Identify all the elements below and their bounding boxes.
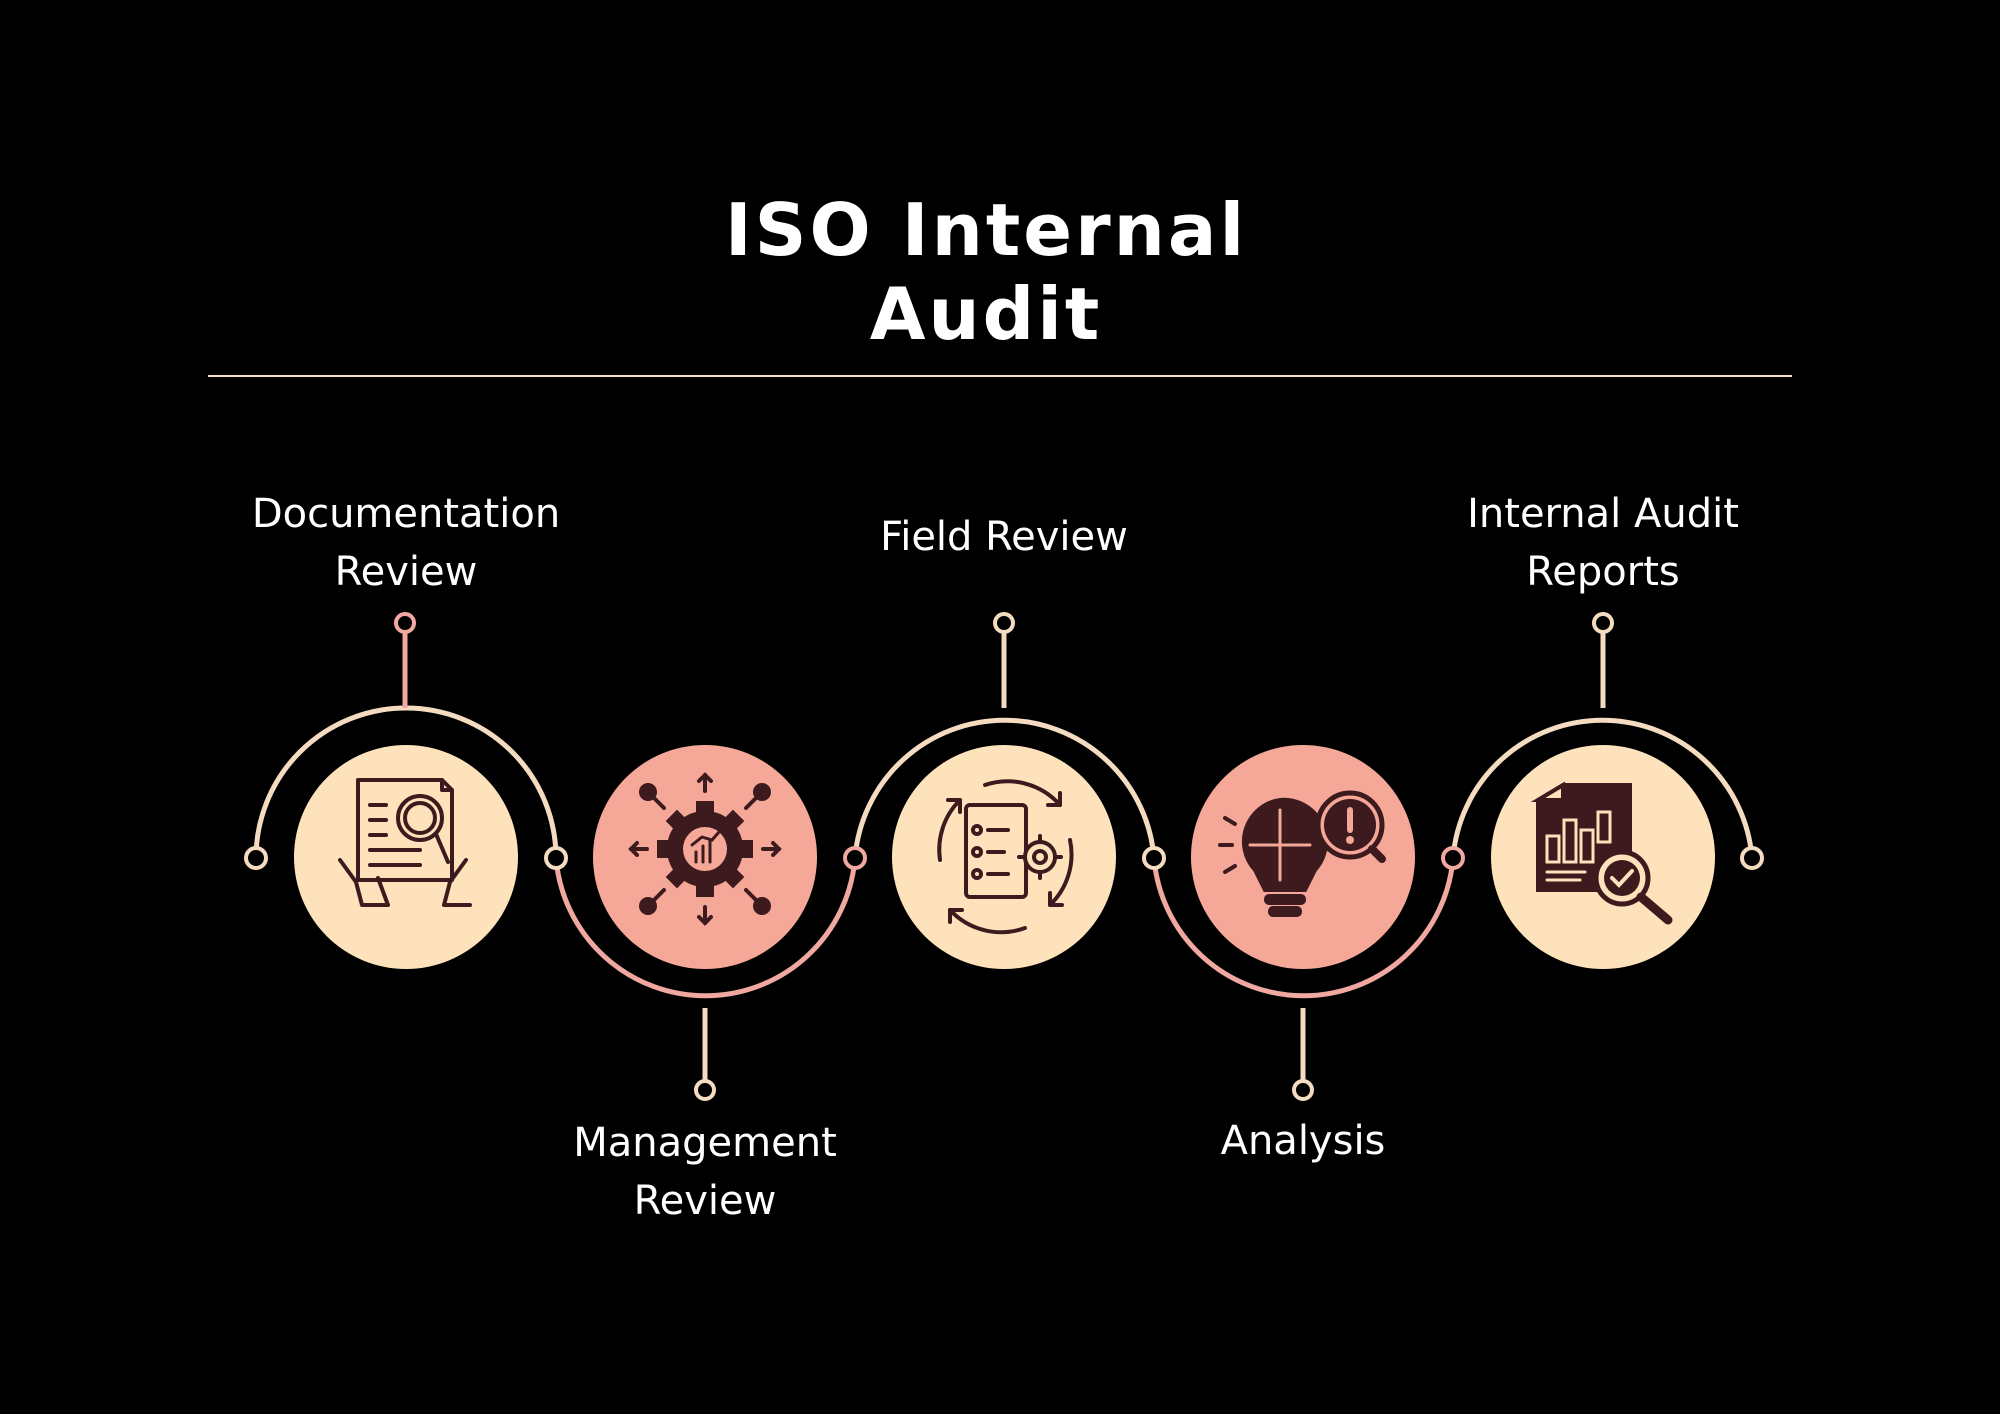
document-magnifier-icon <box>338 778 472 907</box>
track-joint-dots <box>244 846 1764 870</box>
bulb-puzzle-alert-icon <box>1218 790 1386 917</box>
step-1-node <box>294 745 518 969</box>
track-arc-step-2 <box>553 857 858 999</box>
step-1-label: Documentation Review <box>226 485 586 601</box>
step-2-node <box>593 745 817 969</box>
step-1-label-line-1: Documentation <box>251 491 561 537</box>
checklist-cycle-gear-icon <box>937 779 1074 935</box>
step-3-circle <box>892 745 1116 969</box>
gear-chart-network-icon <box>628 772 782 926</box>
step-2-label-line-2: Review <box>633 1178 777 1224</box>
stems <box>402 632 1606 1080</box>
title-divider <box>208 375 1792 377</box>
step-1-circle <box>294 745 518 969</box>
title-line-1: ISO Internal <box>724 188 1248 272</box>
track-arc-step-5 <box>1450 717 1755 859</box>
track-arc-step-3 <box>852 717 1157 859</box>
step-2-label-line-1: Management <box>573 1120 837 1166</box>
step-4-label: Analysis <box>1123 1112 1483 1170</box>
stem-dots <box>394 612 1614 1101</box>
track-arc-step-1 <box>253 705 559 859</box>
title-line-2: Audit <box>869 272 1103 356</box>
step-4-node <box>1191 745 1415 969</box>
step-4-label-line-1: Analysis <box>1220 1118 1386 1164</box>
report-chart-check-icon <box>1530 781 1673 925</box>
step-5-label: Internal Audit Reports <box>1423 485 1783 601</box>
step-3-label: Field Review <box>824 508 1184 566</box>
step-5-node <box>1491 745 1715 969</box>
step-5-label-line-1: Internal Audit <box>1467 491 1739 537</box>
step-1-label-line-2: Review <box>334 549 478 595</box>
track-arc-step-4 <box>1151 857 1456 999</box>
step-5-label-line-2: Reports <box>1526 549 1680 595</box>
page-title: ISO Internal Audit <box>500 188 1472 356</box>
step-3-label-line-1: Field Review <box>880 514 1128 560</box>
step-2-label: Management Review <box>525 1114 885 1230</box>
step-3-node <box>892 745 1116 969</box>
